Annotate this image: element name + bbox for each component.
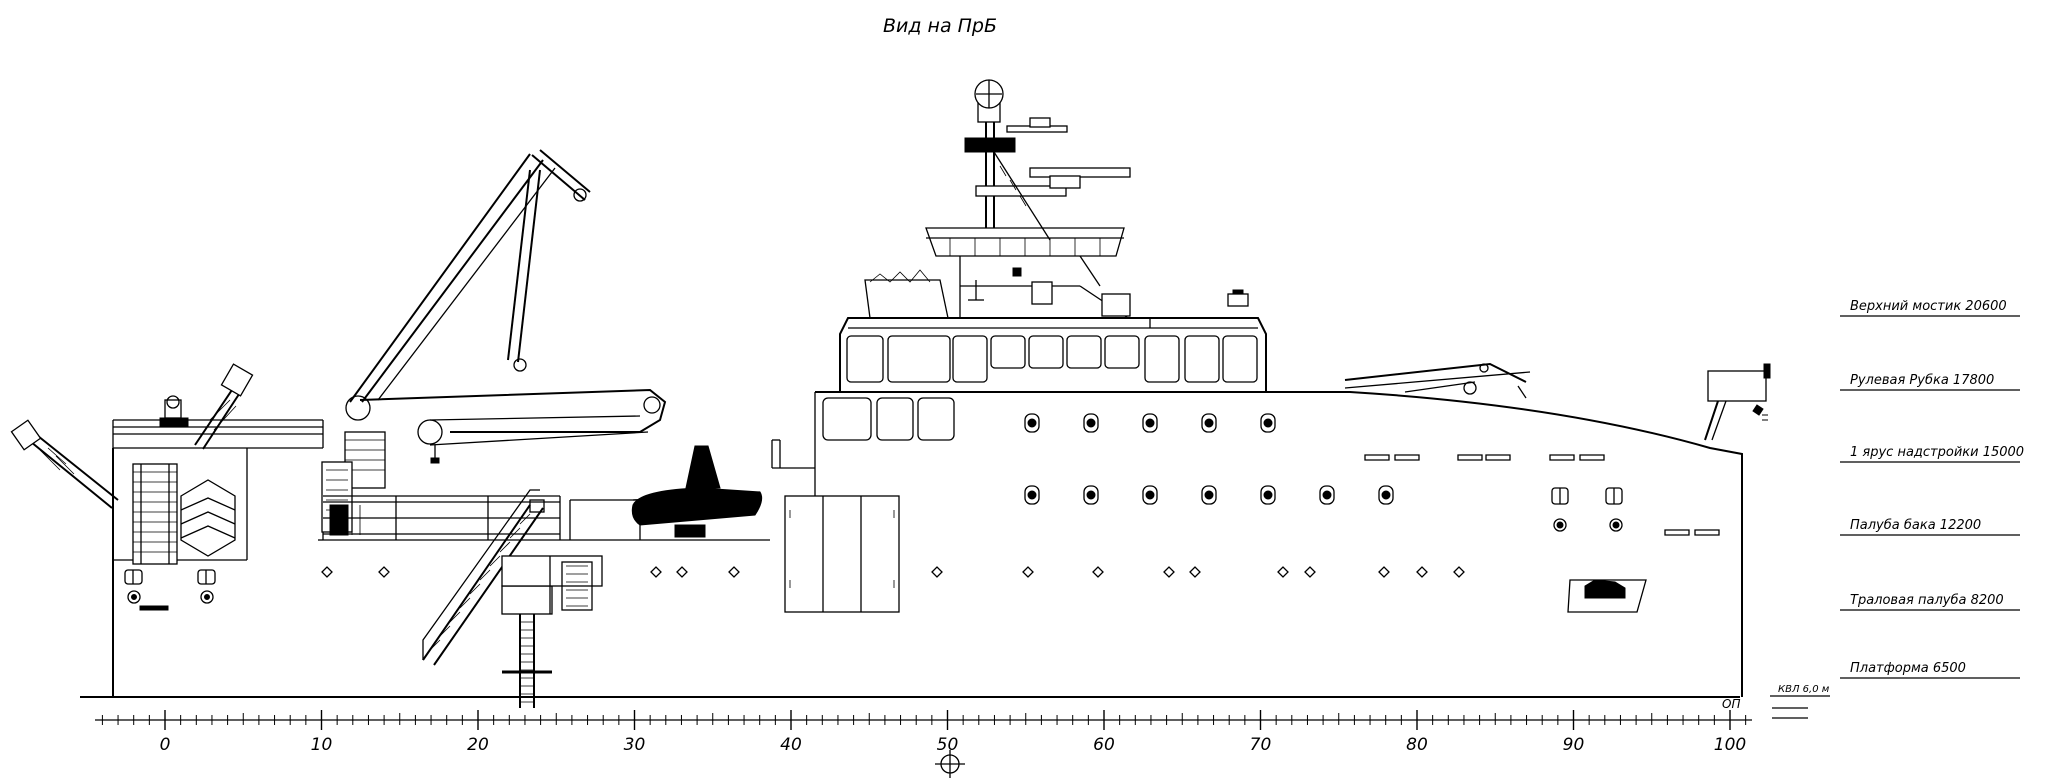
rescue-boat <box>631 445 763 538</box>
portholes <box>321 413 1720 578</box>
deck-crane <box>321 149 667 533</box>
deck-label-trawl-deck: Траловая палуба 8200 <box>1850 593 2004 608</box>
deck-label-upper-bridge: Верхний мостик 20600 <box>1850 299 2007 314</box>
deck-label-platform: Платформа 6500 <box>1850 661 1966 676</box>
scale-label: 10 <box>311 735 333 755</box>
scale-label: 80 <box>1406 735 1428 755</box>
baseline-label: ОП <box>1722 697 1740 711</box>
scale-ticks <box>101 710 1747 730</box>
frame-scale: 0 10 20 30 40 50 60 70 80 90 100 <box>95 710 1752 755</box>
forward-davit <box>1344 362 1647 613</box>
view-title: Вид на ПрБ <box>883 15 997 37</box>
scale-label: 50 <box>937 735 959 755</box>
deck-levels: Верхний мостик 20600 Рулевая Рубка 17800… <box>1840 299 2024 679</box>
deck-label-forecastle: Палуба бака 12200 <box>1850 518 1981 533</box>
scale-label: 0 <box>160 735 171 755</box>
scale-label: 60 <box>1093 735 1115 755</box>
scale-label: 30 <box>624 735 646 755</box>
stern-gantry-blocks <box>10 363 254 509</box>
scale-label: 70 <box>1250 735 1272 755</box>
scale-label: 100 <box>1714 735 1746 755</box>
deck-label-superstructure-tier1: 1 ярус надстройки 15000 <box>1850 445 2024 460</box>
scale-label: 90 <box>1563 735 1585 755</box>
waterline-label: КВЛ 6,0 м <box>1778 684 1830 695</box>
gangway-ladder <box>422 489 545 666</box>
scale-label: 40 <box>780 735 802 755</box>
stern-net-drum <box>132 463 236 565</box>
scale-label: 20 <box>467 735 489 755</box>
deck-label-wheelhouse: Рулевая Рубка 17800 <box>1850 373 1994 388</box>
side-door <box>784 495 900 613</box>
stern-fittings <box>124 569 216 611</box>
bow-fittings <box>1704 363 1771 441</box>
waterline-marker: КВЛ 6,0 м ОП <box>1722 684 1830 719</box>
deck-railing <box>323 495 641 540</box>
midship-symbol-icon <box>935 750 965 778</box>
scale-labels: 0 10 20 30 40 50 60 70 80 90 100 <box>160 735 1747 755</box>
pilot-ladder <box>501 555 603 708</box>
superstructure <box>822 79 1267 441</box>
